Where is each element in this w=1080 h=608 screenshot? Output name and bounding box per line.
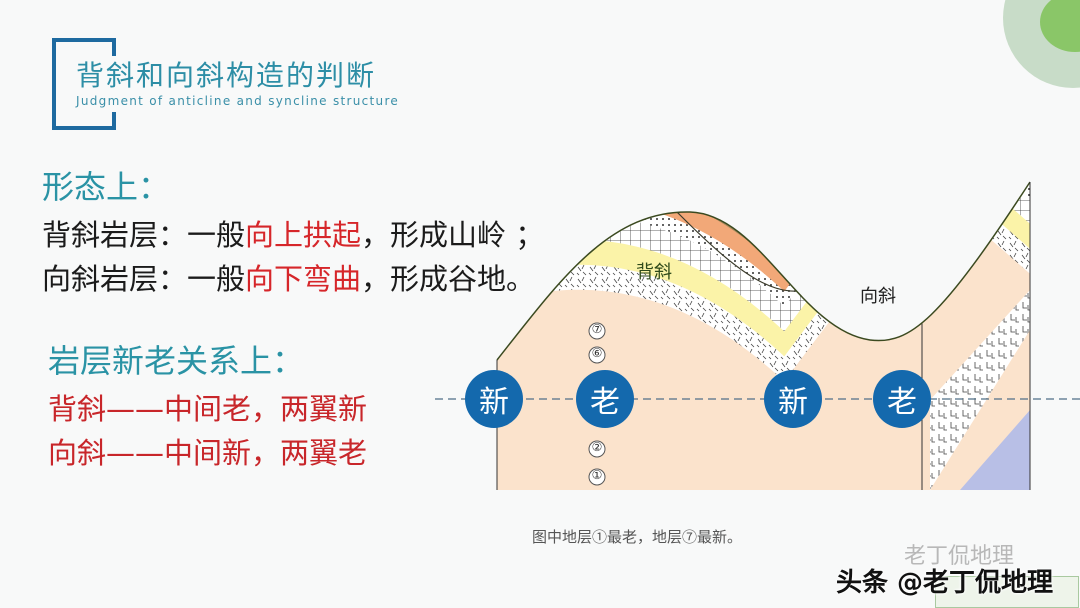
anticline-morphology-line: 背斜岩层：一般向上拱起，形成山岭 ； [42, 212, 544, 254]
layer-label-7: ⑦ [591, 322, 603, 336]
text: ，形成山岭 ； [361, 218, 545, 252]
highlight-text: 向上拱起 [245, 218, 362, 252]
syncline-label: 向斜 [860, 286, 896, 307]
layer-label-2: ② [591, 440, 603, 454]
watermark: 头条 @老丁侃地理 [836, 568, 1054, 598]
badge-new-left: 新 [465, 370, 523, 428]
syncline-morphology-line: 向斜岩层：一般向下弯曲，形成谷地。 [42, 256, 535, 298]
layer-1 [497, 191, 1030, 490]
text: 背斜岩层：一般 [42, 218, 246, 252]
slide-title: 背斜和向斜构造的判断 [76, 59, 377, 92]
layer-label-6: ⑥ [591, 346, 603, 360]
text: 向斜岩层：一般 [42, 262, 246, 296]
badge-old-right: 老 [873, 370, 931, 428]
title-bracket [52, 38, 116, 130]
badge-old-anticline-core: 老 [576, 370, 634, 428]
watermark-faint: 老丁侃地理 [904, 544, 1015, 569]
section-age-heading: 岩层新老关系上： [48, 342, 305, 380]
badge-new-syncline-core: 新 [764, 370, 822, 428]
highlight-text: 向下弯曲 [245, 262, 362, 296]
diagram-caption: 图中地层①最老，地层⑦最新。 [532, 528, 743, 546]
slide-subtitle: Judgment of anticline and syncline struc… [76, 94, 400, 108]
section-morphology-heading: 形态上： [42, 168, 171, 206]
syncline-age-rule: 向斜——中间新，两翼老 [48, 436, 368, 470]
layer-label-1: ① [591, 468, 603, 482]
anticline-age-rule: 背斜——中间老，两翼新 [48, 392, 368, 426]
anticline-label: 背斜 [636, 262, 672, 283]
text: ，形成谷地。 [361, 262, 536, 296]
